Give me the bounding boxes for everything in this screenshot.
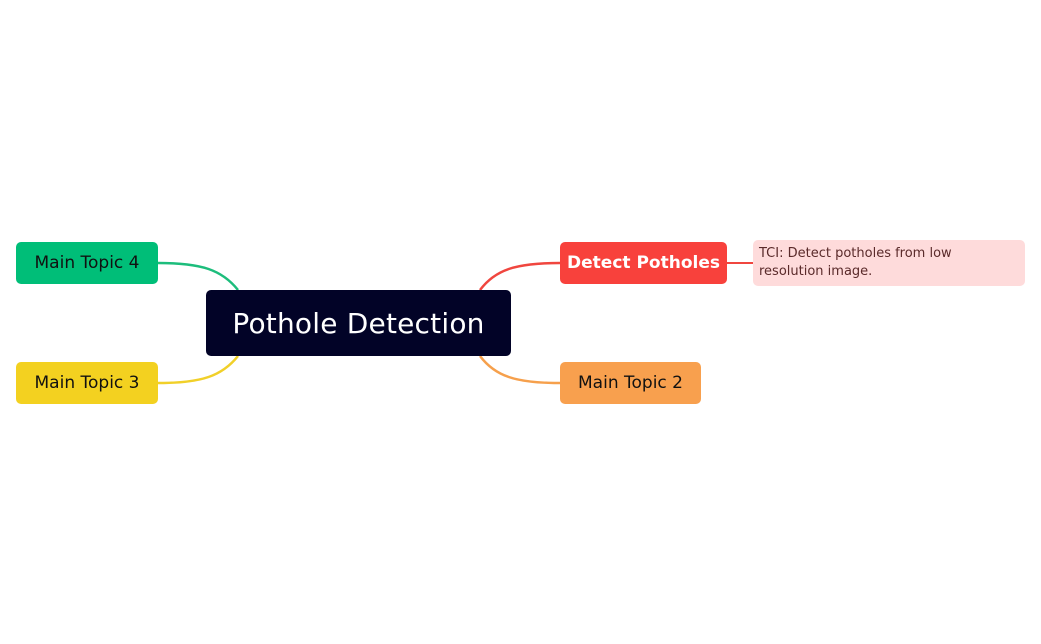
central-topic-label: Pothole Detection bbox=[232, 306, 485, 340]
topic-main-topic-4[interactable]: Main Topic 4 bbox=[16, 242, 158, 284]
connector-detect-potholes bbox=[479, 261, 561, 291]
connector-main-topic-2 bbox=[479, 355, 561, 385]
topic-main-topic-2[interactable]: Main Topic 2 bbox=[560, 362, 701, 404]
topic-detect-potholes[interactable]: Detect Potholes bbox=[560, 242, 727, 284]
central-topic[interactable]: Pothole Detection bbox=[206, 290, 511, 356]
topic-main-topic-3[interactable]: Main Topic 3 bbox=[16, 362, 158, 404]
topic-main-topic-2-label: Main Topic 2 bbox=[578, 373, 683, 393]
note-callout[interactable]: TCI: Detect potholes from low resolution… bbox=[753, 240, 1025, 286]
connector-main-topic-4 bbox=[157, 261, 239, 291]
connector-main-topic-3 bbox=[157, 355, 239, 385]
topic-main-topic-4-label: Main Topic 4 bbox=[34, 253, 140, 273]
topic-detect-potholes-label: Detect Potholes bbox=[567, 253, 720, 273]
topic-main-topic-3-label: Main Topic 3 bbox=[34, 373, 140, 393]
note-text: TCI: Detect potholes from low resolution… bbox=[759, 246, 952, 279]
